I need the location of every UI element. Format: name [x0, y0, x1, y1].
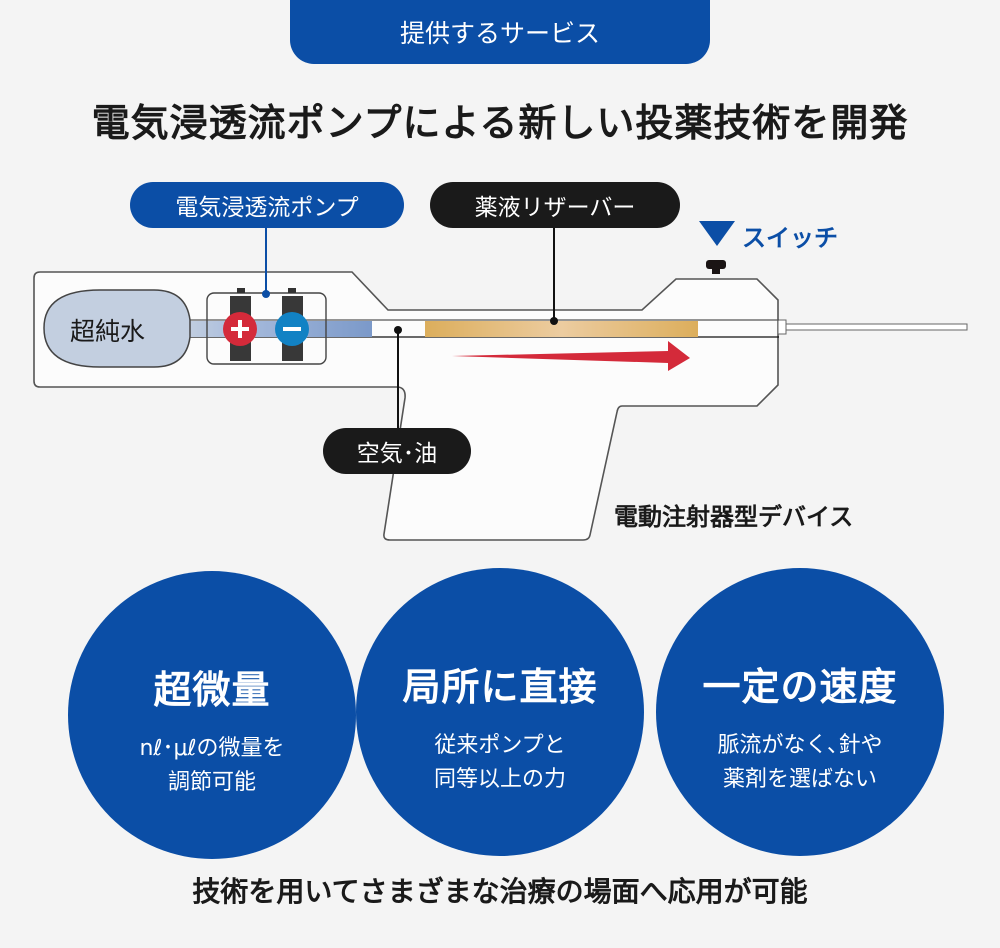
water-tank [43, 289, 191, 368]
section-tag: 提供するサービス [290, 0, 710, 64]
flow-arrow-icon [452, 341, 690, 371]
feature-desc: nℓ･μℓの微量を [139, 736, 285, 761]
reservoir-label: 薬液リザーバー [430, 182, 680, 228]
feature-title: 超微量 [153, 668, 271, 712]
device-body [33, 271, 779, 541]
device-diagram [33, 221, 968, 541]
drug-reservoir [425, 321, 698, 337]
feature-circle-ultra-micro: 超微量 nℓ･μℓの微量を調節可能 [68, 571, 356, 859]
feature-title: 局所に直接 [402, 665, 598, 709]
feature-desc: 脈流がなく､針や [717, 733, 883, 758]
feature-desc: 同等以上の力 [433, 767, 566, 792]
feature-circle-constant-speed: 一定の速度 脈流がなく､針や薬剤を選ばない [656, 568, 944, 856]
switch-knob [706, 260, 726, 269]
feature-title: 一定の速度 [702, 665, 898, 709]
switch-pointer-icon [699, 221, 735, 246]
water-label: 超純水 [70, 317, 146, 346]
pump-label: 電気浸透流ポンプ [130, 182, 404, 228]
device-label: 電動注射器型デバイス [614, 503, 854, 531]
feature-circle-local-direct: 局所に直接 従来ポンプと同等以上の力 [356, 568, 644, 856]
feature-desc: 薬剤を選ばない [722, 767, 877, 792]
footer-text: 技術を用いてさまざまな治療の場面へ応用が可能 [192, 875, 808, 908]
page-title: 電気浸透流ポンプによる新しい投薬技術を開発 [91, 101, 909, 145]
switch-label: スイッチ [742, 224, 838, 252]
air-oil-label: 空気･油 [323, 428, 471, 474]
feature-desc: 従来ポンプと [434, 733, 566, 758]
feature-desc: 調節可能 [167, 770, 256, 795]
needle [778, 323, 968, 331]
